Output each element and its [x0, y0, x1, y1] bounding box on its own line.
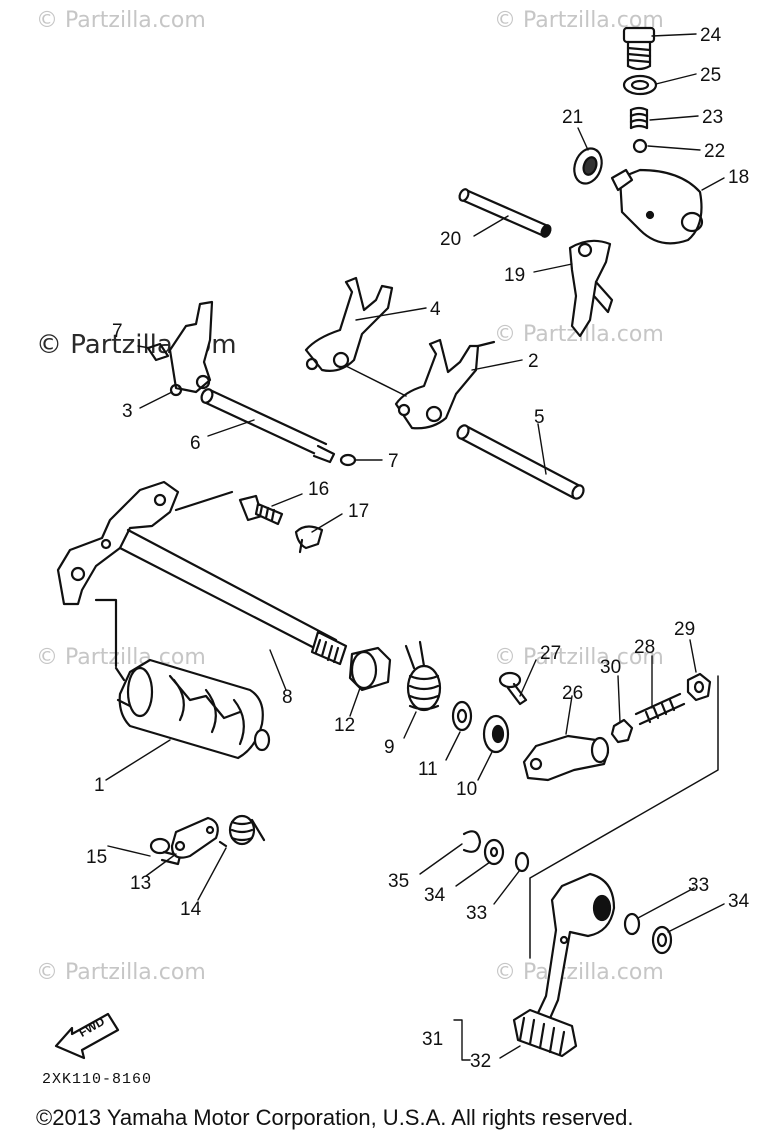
watermark: © Partzilla.com — [36, 960, 206, 985]
bolt-24 — [622, 26, 656, 71]
pedal-rubber-32 — [512, 1008, 578, 1058]
part-label-12: 12 — [334, 715, 356, 736]
part-label-4: 4 — [430, 299, 441, 320]
forward-arrow-icon — [54, 1012, 120, 1060]
copyright-notice: ©2013 Yamaha Motor Corporation, U.S.A. A… — [36, 1105, 634, 1130]
part-label-32: 32 — [470, 1051, 492, 1072]
circlip-35 — [462, 830, 482, 853]
part-label-30: 30 — [600, 657, 622, 678]
washer-25 — [622, 74, 658, 96]
guide-bar-6 — [200, 388, 336, 464]
watermark: © Partzilla.com — [36, 645, 206, 670]
watermark: © Partzilla.com — [36, 8, 206, 33]
spring-9 — [404, 640, 442, 712]
guide-bar-20 — [458, 188, 552, 238]
part-label-3: 3 — [122, 401, 133, 422]
ball-22 — [632, 138, 648, 154]
part-label-29: 29 — [674, 619, 696, 640]
part-label-17: 17 — [348, 501, 370, 522]
part-label-26: 26 — [562, 683, 584, 704]
nut-29 — [686, 672, 712, 702]
part-label-13: 13 — [130, 873, 152, 894]
part-label-27: 27 — [540, 643, 562, 664]
part-label-34: 34 — [424, 885, 446, 906]
shift-fork-4 — [304, 276, 394, 372]
part-label-9: 9 — [384, 737, 395, 758]
shift-arm-26 — [522, 734, 610, 782]
collar-12 — [348, 646, 392, 692]
part-label-23: 23 — [702, 107, 724, 128]
bolt-16 — [238, 494, 284, 526]
part-label-16: 16 — [308, 479, 330, 500]
bolt-27 — [498, 671, 528, 706]
o-ring-33 — [514, 851, 530, 873]
part-label-35: 35 — [388, 871, 410, 892]
nut-30 — [610, 718, 634, 744]
part-label-25: 25 — [700, 65, 722, 86]
shift-shaft-8 — [56, 480, 348, 666]
part-label-7-top: 7 — [112, 321, 123, 342]
part-label-2: 2 — [528, 351, 539, 372]
part-label-33: 33 — [466, 903, 488, 924]
o-ring-33-right — [623, 912, 641, 936]
shift-fork-3 — [146, 300, 214, 397]
watermark: © Partzilla.com — [494, 960, 664, 985]
part-label-11: 11 — [418, 759, 438, 780]
part-label-28: 28 — [634, 637, 656, 658]
drawing-code: 2XK110-8160 — [42, 1071, 153, 1088]
spring-14 — [218, 814, 266, 848]
part-label-10: 10 — [456, 779, 478, 800]
leader-lines — [105, 33, 725, 1061]
part-label-33-right: 33 — [688, 875, 710, 896]
washer-11 — [451, 700, 473, 732]
shift-fork-19 — [568, 239, 614, 338]
part-label-24: 24 — [700, 25, 722, 46]
stopper-17 — [294, 525, 324, 554]
part-label-7: 7 — [388, 451, 399, 472]
part-label-6: 6 — [190, 433, 201, 454]
part-label-31: 31 — [422, 1029, 444, 1050]
shift-pedal-31 — [528, 872, 616, 1034]
shift-fork-2 — [394, 338, 496, 430]
part-label-20: 20 — [440, 229, 462, 250]
part-label-22: 22 — [704, 141, 726, 162]
watermark: © Partzilla.com — [494, 645, 664, 670]
bolt-28 — [634, 692, 686, 726]
part-label-14: 14 — [180, 899, 202, 920]
washer-34-right — [651, 925, 673, 955]
part-label-1: 1 — [94, 775, 105, 796]
part-label-15: 15 — [86, 847, 108, 868]
part-label-8: 8 — [282, 687, 293, 708]
bearing-10 — [482, 714, 510, 754]
part-label-18: 18 — [728, 167, 750, 188]
stopper-lever-13 — [170, 816, 219, 859]
circlip-7 — [339, 453, 357, 467]
part-label-5: 5 — [534, 407, 545, 428]
shift-cam-1 — [94, 598, 271, 760]
part-label-34-right: 34 — [728, 891, 750, 912]
oil-seal-21 — [573, 147, 603, 185]
segment-18 — [610, 168, 704, 245]
part-label-19: 19 — [504, 265, 526, 286]
spring-23 — [629, 106, 649, 130]
washer-34 — [483, 838, 505, 866]
guide-bar-5 — [456, 424, 585, 500]
bolt-15 — [149, 837, 182, 866]
part-label-21: 21 — [562, 107, 584, 128]
